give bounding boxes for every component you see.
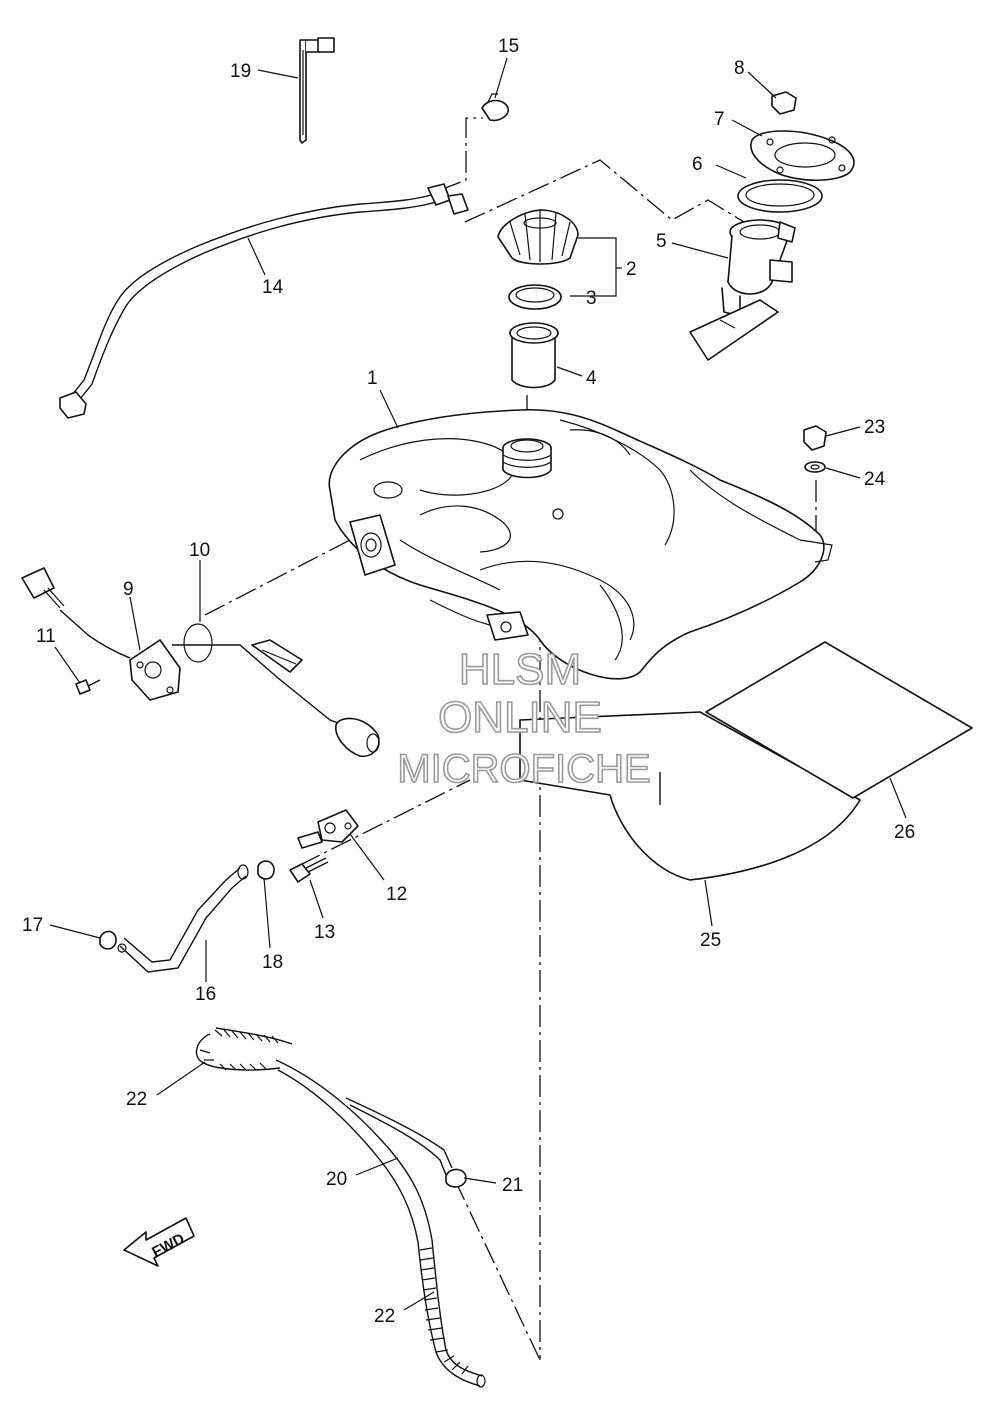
callout-8: 8 <box>734 58 745 79</box>
callout-labels: 1 2 3 4 5 6 7 8 9 10 11 12 13 14 15 16 1… <box>22 36 915 1327</box>
callout-22-upper: 22 <box>126 1089 147 1110</box>
callout-9: 9 <box>123 579 134 600</box>
callout-17: 17 <box>22 915 43 936</box>
bolt-part-13 <box>289 857 329 883</box>
hose-clip-part-21 <box>445 1168 467 1188</box>
callout-24: 24 <box>864 469 886 490</box>
cable-tie-part-19 <box>299 37 335 144</box>
fuel-cap-part-2 <box>497 209 579 265</box>
fuel-pump-part-5 <box>689 219 796 361</box>
watermark-line-1: HLSM <box>459 645 581 694</box>
leader-lines <box>49 57 907 1311</box>
vent-line-part-14 <box>59 183 469 419</box>
callout-1: 1 <box>367 368 378 389</box>
callout-20: 20 <box>326 1169 347 1190</box>
callout-12: 12 <box>386 884 407 905</box>
pump-plate-part-7 <box>750 130 855 182</box>
screw-part-11 <box>75 679 101 695</box>
tank-protector-part-25 <box>519 711 861 881</box>
callout-11: 11 <box>36 626 56 647</box>
breather-hose-part-20 <box>275 1059 453 1243</box>
pad-part-26 <box>705 641 973 799</box>
callout-16: 16 <box>195 984 216 1005</box>
callout-3: 3 <box>586 288 597 309</box>
callout-19: 19 <box>230 61 251 82</box>
callout-22-lower: 22 <box>374 1306 395 1327</box>
bolt-part-23 <box>803 425 827 451</box>
watermark: HLSM ONLINE MICROFICHE <box>397 644 652 792</box>
callout-26: 26 <box>894 822 915 843</box>
filler-sleeve-part-4 <box>509 322 559 389</box>
cap-gasket-part-3 <box>508 284 562 310</box>
forward-direction-arrow: FWD <box>123 1217 195 1267</box>
callout-15: 15 <box>498 36 519 57</box>
callout-6: 6 <box>692 154 703 175</box>
float-arm-part-10 <box>172 623 380 758</box>
protector-sleeve-part-22-lower <box>417 1239 486 1388</box>
fuel-hose-part-16 <box>119 864 249 973</box>
callout-10: 10 <box>189 540 210 561</box>
hose-clip-part-17 <box>99 930 127 953</box>
watermark-line-2: ONLINE <box>438 693 602 742</box>
pump-seal-part-6 <box>737 179 823 213</box>
watermark-line-3: MICROFICHE <box>397 747 650 791</box>
callout-7: 7 <box>714 109 725 130</box>
hose-clip-part-18 <box>257 860 275 880</box>
callout-2: 2 <box>626 259 637 280</box>
callout-21: 21 <box>502 1175 523 1196</box>
callout-5: 5 <box>656 231 667 252</box>
callout-23: 23 <box>864 417 885 438</box>
fuel-sender-part-9 <box>21 567 181 701</box>
callout-25: 25 <box>700 930 721 951</box>
washer-part-24 <box>804 461 826 473</box>
fuel-tank-part-1 <box>328 408 833 680</box>
nut-part-8 <box>771 91 797 115</box>
callout-4: 4 <box>586 368 597 389</box>
callout-14: 14 <box>262 277 284 298</box>
protector-sleeve-part-22-upper <box>195 1027 293 1071</box>
callout-13: 13 <box>314 922 335 943</box>
callout-18: 18 <box>262 952 283 973</box>
fuel-cock-part-12 <box>297 809 359 849</box>
